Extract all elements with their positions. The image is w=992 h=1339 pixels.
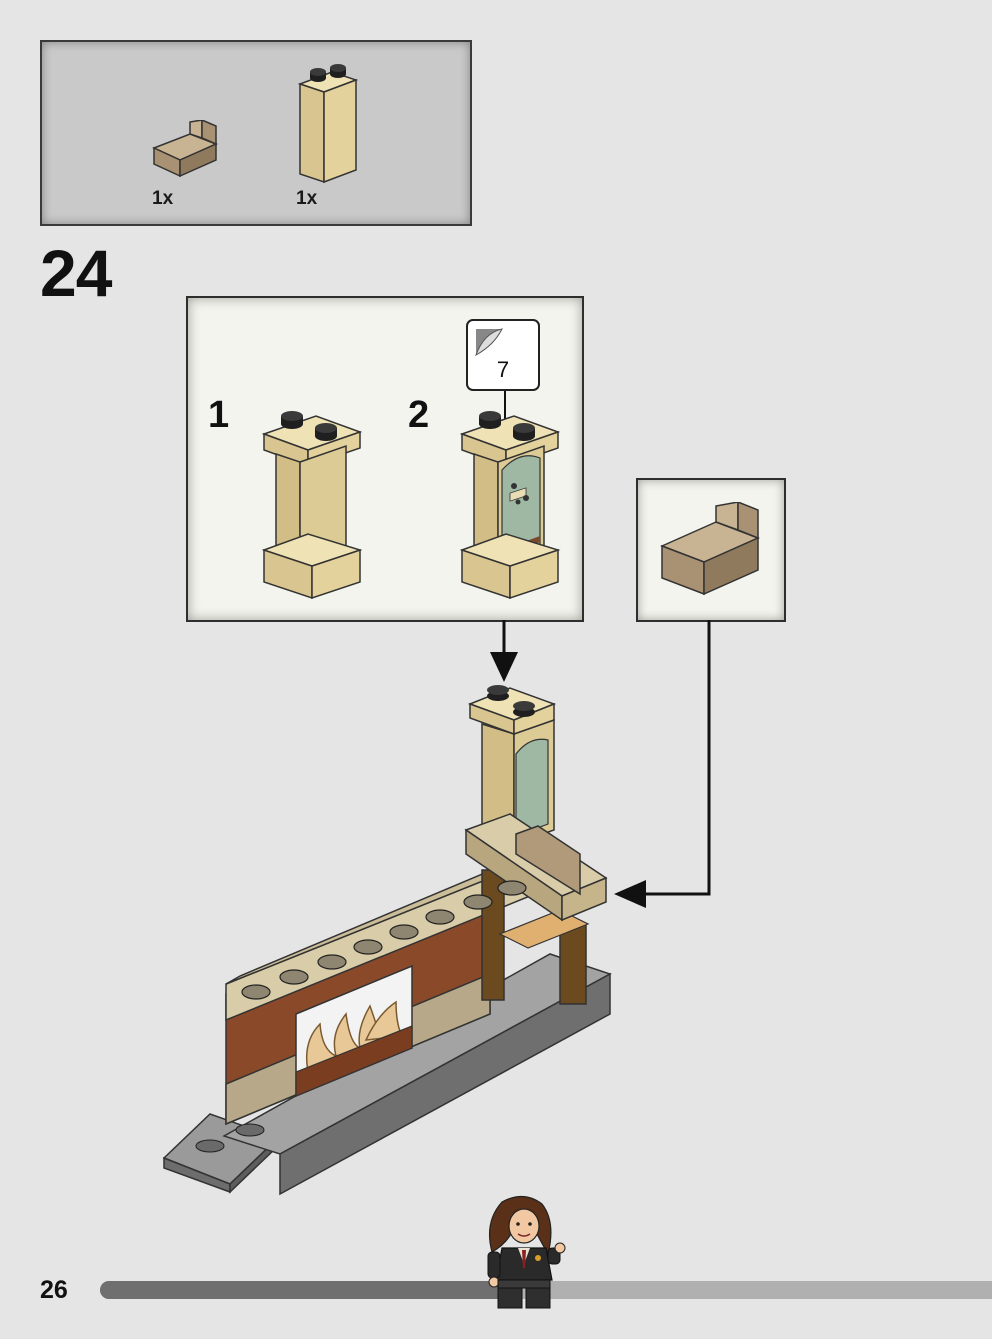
subassembly-panel: 1 2 7 [186,296,584,622]
step-number: 24 [40,236,112,310]
bench-brick-icon [152,120,218,178]
progress-bar-fill [100,1281,502,1299]
minifigure-icon [487,1195,566,1309]
model-assembly-illustration [162,685,612,1196]
substep-number: 1 [208,394,230,436]
bench-brick-illustration [660,502,760,596]
part-callout-panel [636,478,786,622]
substep-number: 2 [408,394,430,436]
parts-list-panel: 1x 1x [40,40,472,226]
panel-brick-icon [297,64,359,184]
sticker-callout: 7 [466,319,540,391]
sticker-number: 7 [496,357,510,382]
part-quantity: 1x [296,188,318,209]
decorated-panel-illustration [459,411,561,600]
page-number: 26 [40,1276,68,1304]
part-quantity: 1x [152,188,174,209]
arrow-down-icon [490,652,518,682]
panel-brick-illustration [261,411,363,600]
sticker-peel-icon [475,328,503,357]
